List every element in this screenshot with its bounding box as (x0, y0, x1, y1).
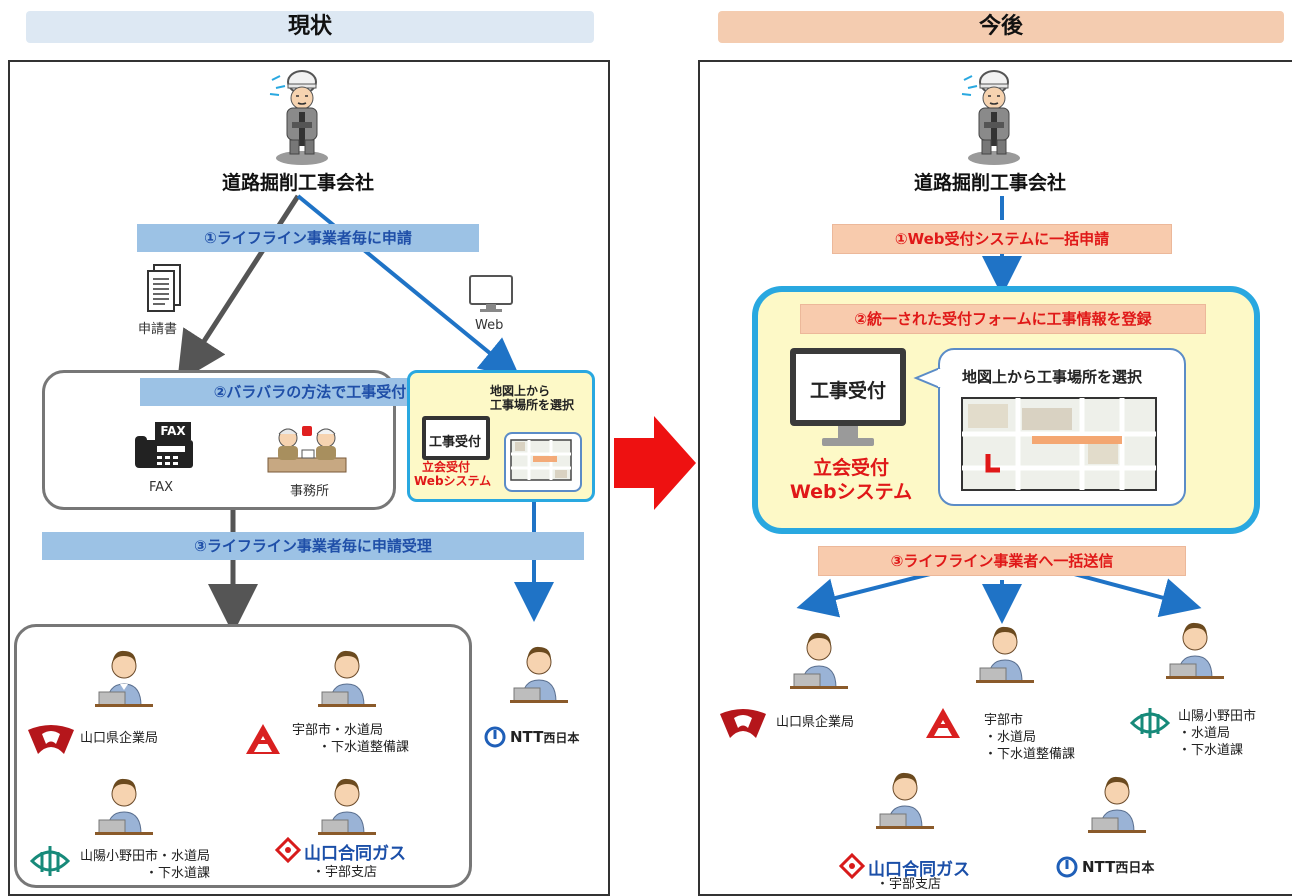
ntt-name-future: NTT西日本 (1082, 857, 1154, 876)
org-yamaguchi-future: 山口県企業局 (776, 715, 855, 730)
system-name-current: 立会受付 Webシステム (414, 460, 492, 488)
map-select-text-current: 地図上から 工事場所を選択 (490, 384, 575, 412)
gas-company-name-future: 山口合同ガス (868, 860, 970, 880)
fax-icon-text: FAX (160, 424, 186, 438)
document-label: 申請書 (138, 322, 178, 337)
fax-icon: FAX (135, 422, 193, 468)
ntt-logo-text: NTT (510, 728, 544, 746)
monitor-icon-current (422, 416, 490, 460)
web-label: Web (475, 318, 504, 333)
sanyo-onoda-logo (1129, 708, 1171, 738)
org-yamaguchi: 山口県企業局 (80, 731, 159, 746)
future-step3-bar: ③ライフライン事業者へ一括送信 (818, 546, 1186, 576)
system-name-future: 立会受付 Webシステム (789, 457, 913, 503)
future-header: 今後 (718, 11, 1284, 43)
ntt-name: NTT西日本 (510, 728, 579, 746)
office-label: 事務所 (290, 484, 330, 499)
map-thumbnail-future (961, 397, 1157, 491)
monitor-icon-future (790, 348, 906, 446)
current-header: 現状 (26, 11, 594, 43)
staff-illustration (318, 650, 376, 707)
step3-bar: ③ライフライン事業者毎に申請受理 (42, 532, 584, 560)
staff-illustration (790, 632, 848, 689)
monitor-icon (469, 275, 513, 312)
org-ube-future: 宇部市 ・水道局 ・下水道整備課 (984, 713, 1076, 762)
gas-company-logo (274, 836, 302, 864)
staff-illustration (976, 626, 1034, 683)
org-sanyo-onoda: 山陽小野田市・水道局 ・下水道課 (80, 849, 211, 881)
fax-label: FAX (149, 480, 174, 495)
org-sanyo-onoda-future: 山陽小野田市 ・水道局 ・下水道課 (1178, 709, 1257, 758)
worker-illustration (961, 70, 1020, 165)
sanyo-onoda-logo (29, 846, 71, 876)
ntt-logo (1056, 856, 1078, 878)
yamaguchi-enterprise-logo (720, 709, 766, 738)
staff-illustration (510, 646, 568, 703)
gas-company-logo (838, 852, 866, 880)
ntt-suffix: 西日本 (543, 731, 580, 745)
map-thumbnail-current (510, 439, 572, 481)
org-ube: 宇部市・水道局 ・下水道整備課 (292, 723, 410, 755)
ntt-suffix-future: 西日本 (1115, 861, 1155, 876)
worker-illustration (269, 70, 328, 165)
map-select-text-future: 地図上から工事場所を選択 (962, 368, 1143, 386)
future-step2-bar: ②統一された受付フォームに工事情報を登録 (800, 304, 1206, 334)
staff-illustration (1166, 622, 1224, 679)
staff-illustration (1088, 776, 1146, 833)
lifeline-operators-box (14, 624, 472, 888)
transition-arrow (614, 416, 696, 510)
ube-city-logo (246, 724, 280, 754)
bubble-tail (913, 367, 944, 389)
ube-city-logo (926, 708, 960, 738)
staff-illustration (318, 778, 376, 835)
yamaguchi-enterprise-logo (28, 725, 74, 754)
monitor-text-current: 工事受付 (429, 435, 482, 450)
monitor-text-future: 工事受付 (810, 380, 887, 402)
company-name: 道路掘削工事会社 (222, 172, 375, 194)
gas-company-branch: ・宇部支店 (312, 865, 378, 880)
document-icon (147, 264, 181, 312)
future-step1-bar: ①Web受付システムに一括申請 (832, 224, 1172, 254)
gas-company-name: 山口合同ガス (304, 844, 406, 864)
ntt-logo (484, 726, 506, 748)
office-illustration (267, 426, 347, 473)
step1-bar: ①ライフライン事業者毎に申請 (137, 224, 479, 252)
staff-illustration (95, 650, 153, 707)
staff-illustration (95, 778, 153, 835)
staff-illustration (876, 772, 934, 829)
company-name-future: 道路掘削工事会社 (914, 172, 1067, 194)
gas-company-branch-future: ・宇部支店 (876, 877, 942, 892)
ntt-logo-text-future: NTT (1082, 858, 1116, 876)
